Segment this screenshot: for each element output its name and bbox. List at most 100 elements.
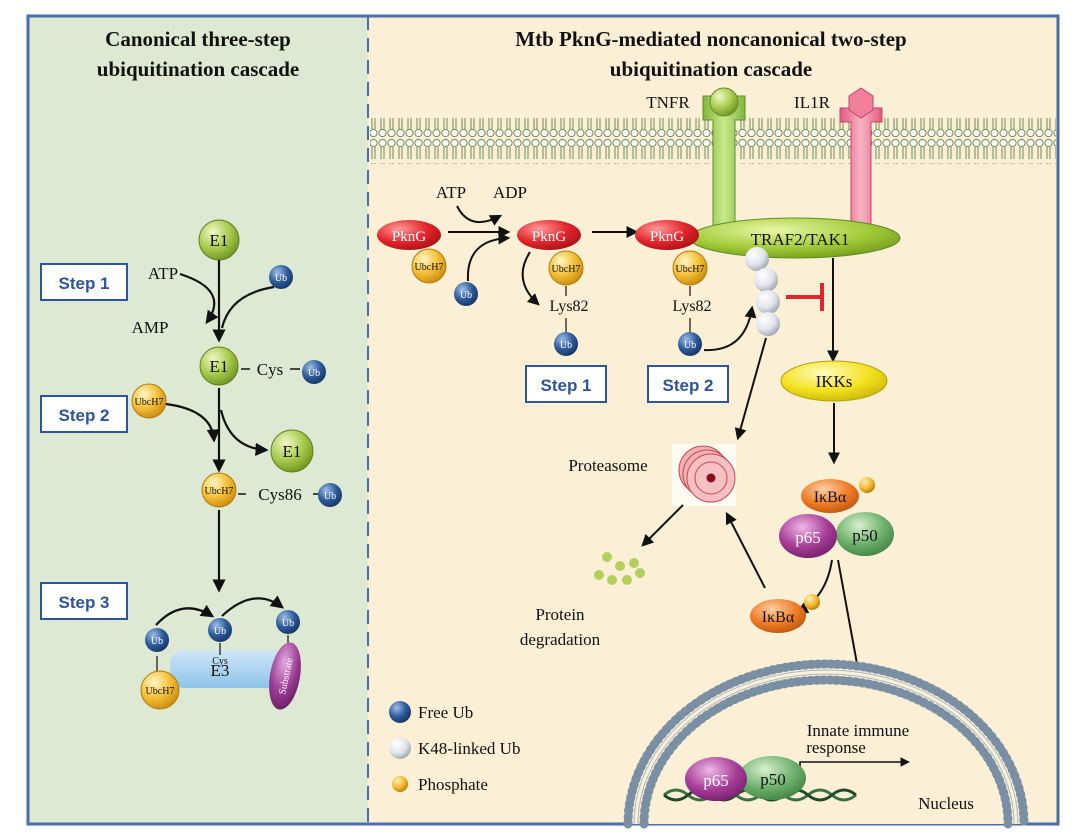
legend-free-ub-icon bbox=[389, 701, 411, 723]
proteasome-label: Proteasome bbox=[568, 456, 647, 475]
left-step1-label: Step 1 bbox=[58, 274, 109, 293]
left-step3-label: Step 3 bbox=[58, 593, 109, 612]
svg-text:PknG: PknG bbox=[392, 229, 426, 245]
left-title-line2: ubiquitination cascade bbox=[97, 57, 299, 81]
legend-phosphate: Phosphate bbox=[418, 775, 488, 794]
right-atp-label: ATP bbox=[436, 183, 466, 202]
arrow-ubch7-join bbox=[165, 402, 220, 443]
arrow-pkng2-ub bbox=[521, 251, 540, 306]
svg-text:Ub: Ub bbox=[460, 290, 472, 301]
legend-phosphate-icon bbox=[392, 776, 408, 792]
svg-text:PknG: PknG bbox=[650, 229, 684, 245]
arrow-chain-proteasome bbox=[734, 337, 767, 441]
svg-text:Ub: Ub bbox=[275, 273, 287, 284]
traf2-label: TRAF2/TAK1 bbox=[751, 230, 850, 249]
lys82-label-2: Lys82 bbox=[672, 298, 711, 315]
legend-k48-ub: K48-linked Ub bbox=[418, 739, 520, 758]
right-title-line2: ubiquitination cascade bbox=[610, 57, 812, 81]
proteasome bbox=[672, 444, 736, 506]
left-atp-label: ATP bbox=[148, 264, 178, 283]
tnfr-receptor: TNFR bbox=[646, 87, 746, 231]
il1r-receptor: IL1R bbox=[794, 87, 883, 233]
left-step2-label: Step 2 bbox=[58, 406, 109, 425]
p50-label-2: p50 bbox=[760, 770, 786, 789]
arrow-e1-release bbox=[219, 409, 269, 456]
e3-complex: E3 Ub UbcH7 Ub Cys Ub Substrate bbox=[140, 610, 301, 710]
svg-text:UbcH7: UbcH7 bbox=[676, 264, 705, 275]
left-amp-label: AMP bbox=[132, 318, 169, 337]
p65-label-1: p65 bbox=[795, 528, 821, 547]
arrow-ub-to-e3 bbox=[155, 604, 215, 626]
ubch7-cys86-ub: UbcH7 Cys86 Ub bbox=[201, 472, 342, 508]
right-ub-free: Ub bbox=[454, 282, 478, 306]
ikba-label-2: IκBα bbox=[762, 609, 795, 626]
left-step1-box: Step 1 bbox=[40, 263, 128, 301]
k48-ub-chain bbox=[745, 247, 780, 336]
arrow-atp-adp bbox=[456, 205, 503, 226]
lys82-label-1: Lys82 bbox=[549, 298, 588, 315]
svg-text:Ub: Ub bbox=[684, 340, 696, 351]
arrow-ikba-proteasome bbox=[725, 511, 766, 589]
right-step1-box: Step 1 bbox=[525, 365, 607, 403]
inhibition-mark bbox=[786, 283, 824, 311]
il1r-label: IL1R bbox=[794, 93, 831, 112]
svg-text:E1: E1 bbox=[283, 442, 302, 461]
e1-top: E1 bbox=[198, 219, 240, 261]
right-adp-label: ADP bbox=[493, 183, 527, 202]
svg-text:E1: E1 bbox=[210, 231, 229, 250]
ikks: IKKs bbox=[780, 360, 888, 402]
right-title-line1: Mtb PknG-mediated noncanonical two-step bbox=[515, 27, 906, 51]
left-ub-free: Ub bbox=[269, 265, 293, 289]
svg-text:Ub: Ub bbox=[214, 626, 226, 637]
p65-label-2: p65 bbox=[703, 771, 729, 790]
ikba-label-1: IκBα bbox=[814, 489, 847, 506]
arrow-proteasome-degradation bbox=[641, 504, 684, 547]
svg-text:UbcH7: UbcH7 bbox=[205, 486, 234, 497]
figure-frame bbox=[26, 14, 1060, 826]
protein-degradation-line2: degradation bbox=[520, 630, 601, 649]
svg-text:UbcH7: UbcH7 bbox=[552, 264, 581, 275]
svg-text:UbcH7: UbcH7 bbox=[146, 686, 175, 697]
legend-free-ub: Free Ub bbox=[418, 703, 473, 722]
ikks-label: IKKs bbox=[816, 372, 853, 391]
pkng-1: PknG UbcH7 bbox=[377, 220, 447, 284]
svg-text:Ub: Ub bbox=[151, 636, 163, 647]
arrow-ub-to-pkng2 bbox=[466, 232, 511, 282]
svg-text:UbcH7: UbcH7 bbox=[415, 262, 444, 273]
e1-cys-ub: E1 Cys Ub bbox=[199, 346, 326, 386]
protein-fragments bbox=[594, 552, 645, 585]
svg-text:Ub: Ub bbox=[324, 491, 336, 502]
left-ubch7-step2: UbcH7 bbox=[131, 383, 167, 419]
pkng-2: PknG UbcH7 Lys82 Ub bbox=[517, 220, 589, 356]
innate-line1: Innate immune bbox=[807, 721, 909, 740]
arrow-atp-amp bbox=[179, 272, 219, 325]
nucleus-label: Nucleus bbox=[918, 794, 974, 813]
right-step2-label: Step 2 bbox=[662, 376, 713, 395]
svg-text:UbcH7: UbcH7 bbox=[135, 397, 164, 408]
p50-label-1: p50 bbox=[852, 526, 878, 545]
ikba-released: IκBα bbox=[750, 594, 820, 633]
nfkb-complex: IκBα p50 p65 bbox=[779, 477, 894, 558]
e1-released: E1 bbox=[270, 429, 314, 473]
protein-degradation-line1: Protein bbox=[535, 605, 585, 624]
svg-text:PknG: PknG bbox=[532, 229, 566, 245]
svg-text:Ub: Ub bbox=[282, 618, 294, 629]
innate-line2: response bbox=[806, 738, 865, 757]
right-step2-box: Step 2 bbox=[647, 365, 729, 403]
left-step3-box: Step 3 bbox=[40, 582, 128, 620]
e3-label: E3 bbox=[211, 661, 230, 680]
arrow-ub-to-substrate bbox=[221, 595, 285, 617]
tnfr-label: TNFR bbox=[646, 93, 690, 112]
left-title-line1: Canonical three-step bbox=[105, 27, 291, 51]
pkng-3: PknG UbcH7 Lys82 Ub bbox=[635, 220, 712, 356]
traf2-tak1: TRAF2/TAK1 bbox=[689, 217, 901, 259]
svg-text:Ub: Ub bbox=[308, 368, 320, 379]
cys86-label: Cys86 bbox=[258, 485, 301, 504]
legend: Free Ub K48-linked Ub Phosphate bbox=[389, 701, 520, 794]
arrow-ub-to-chain bbox=[703, 305, 757, 352]
cys-label: Cys bbox=[257, 360, 283, 379]
e3-cys-label: Cys bbox=[212, 656, 228, 667]
left-step2-box: Step 2 bbox=[40, 395, 128, 433]
